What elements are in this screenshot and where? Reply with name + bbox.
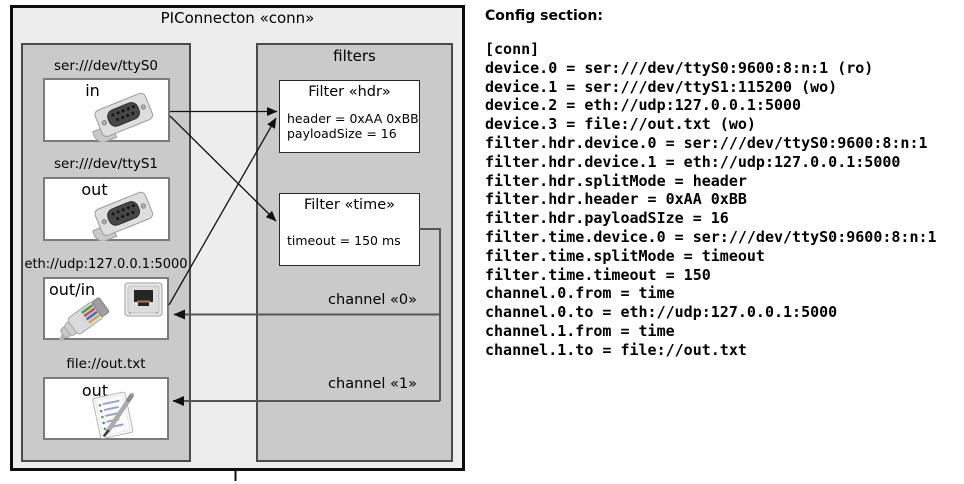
device-box-ttyS1: out (43, 177, 170, 241)
filters-panel-title: filters (333, 47, 376, 65)
config-line: filter.hdr.payloadSIze = 16 (485, 209, 729, 228)
device-box-ttyS0: in (43, 78, 170, 142)
serial-connector-icon (92, 92, 154, 142)
config-line: device.1 = ser:///dev/ttyS1:115200 (wo) (485, 77, 838, 96)
filter-time-properties: timeout = 150 ms (287, 233, 401, 249)
device-box-file: out (43, 377, 169, 440)
filter-hdr-title: Filter «hdr» (308, 84, 391, 100)
device-label-ttyS0: ser:///dev/ttyS0 (54, 58, 158, 74)
config-section-heading: Config section: (485, 8, 603, 24)
device-box-eth: out/in (43, 277, 169, 341)
filter-property: payloadSize = 16 (287, 125, 397, 141)
config-line: device.2 = eth://udp:127.0.0.1:5000 (485, 96, 802, 115)
filter-property: header = 0xAA 0xBB (287, 111, 419, 126)
config-line: device.3 = file://out.txt (wo) (485, 115, 756, 134)
config-line: filter.time.device.0 = ser:///dev/ttyS0:… (485, 227, 937, 246)
device-label-ttyS1: ser:///dev/ttyS1 (54, 156, 158, 172)
ethernet-connector-icon (57, 297, 110, 341)
ethernet-jack-icon (124, 282, 163, 317)
config-line: filter.hdr.device.1 = eth://udp:127.0.0.… (485, 152, 901, 171)
config-line: channel.1.to = file://out.txt (485, 340, 747, 359)
filter-time-box: Filter «time» timeout = 150 ms (279, 193, 420, 266)
channel-1-label: channel «1» (328, 376, 417, 392)
filter-property: timeout = 150 ms (287, 233, 401, 248)
device-label-eth: eth://udp:127.0.0.1:5000 (24, 257, 188, 272)
config-text: [conn]device.0 = ser:///dev/ttyS0:9600:8… (485, 40, 960, 360)
config-line: channel.0.to = eth://udp:127.0.0.1:5000 (485, 303, 838, 322)
port-name: out/in (49, 280, 96, 299)
port-name: in (85, 81, 100, 100)
config-line: filter.time.timeout = 150 (485, 265, 711, 284)
config-line: filter.hdr.header = 0xAA 0xBB (485, 190, 747, 209)
config-line: filter.time.splitMode = timeout (485, 246, 765, 265)
serial-connector-icon (92, 191, 154, 241)
config-line: channel.0.from = time (485, 284, 675, 303)
config-line: device.0 = ser:///dev/ttyS0:9600:8:n:1 (… (485, 58, 874, 77)
config-line: filter.hdr.device.0 = ser:///dev/ttyS0:9… (485, 133, 928, 152)
config-line: filter.hdr.splitMode = header (485, 171, 747, 190)
channel-0-label: channel «0» (328, 292, 417, 308)
notepad-icon (92, 391, 135, 439)
config-line: [conn] (485, 40, 540, 58)
device-label-file: file://out.txt (66, 356, 146, 372)
port-name: out (81, 381, 109, 400)
diagram-title: PIConnecton «conn» (160, 9, 315, 27)
filter-time-title: Filter «time» (303, 197, 396, 213)
config-line: channel.1.from = time (485, 321, 675, 340)
port-name: out (81, 180, 108, 199)
